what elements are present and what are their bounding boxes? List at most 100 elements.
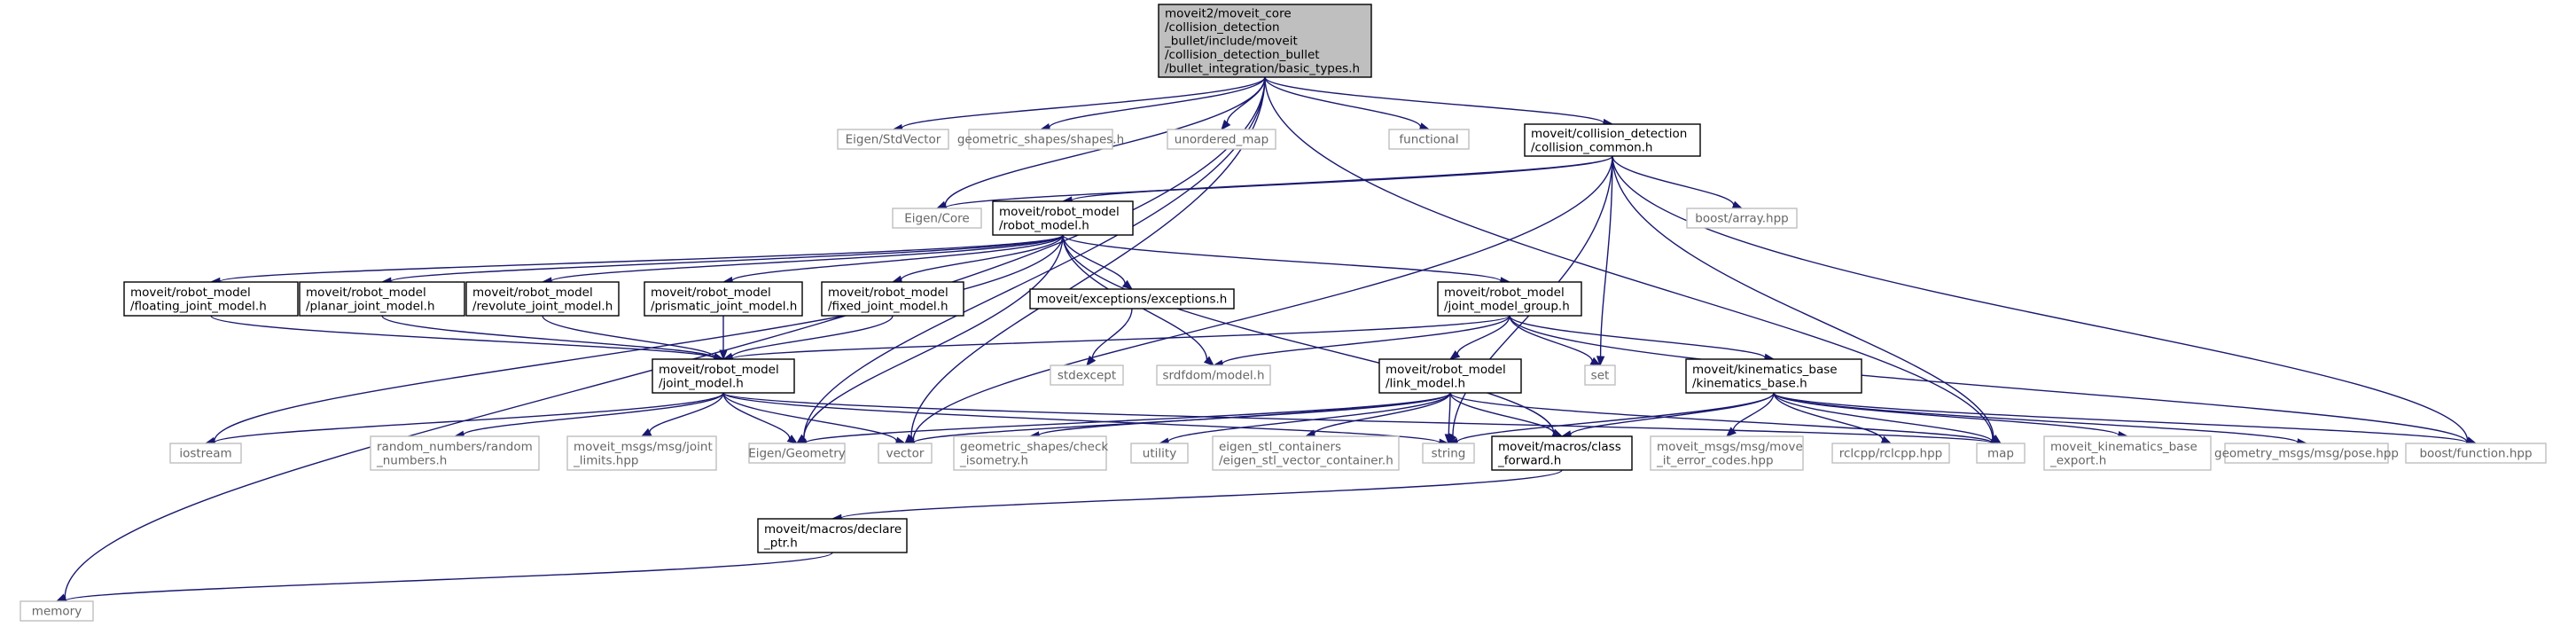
node-set: set: [1584, 364, 1616, 386]
node-kinematics-base[interactable]: moveit/kinematics_base/kinematics_base.h: [1685, 358, 1862, 394]
node-map: map: [1976, 443, 2026, 464]
node-label-line: boost/function.hpp: [2419, 447, 2532, 461]
node-label-line: stdexcept: [1058, 369, 1116, 383]
edge-exceptions-to-stdexcept: [1086, 308, 1133, 367]
node-eigen-geometry: Eigen/Geometry: [748, 443, 846, 464]
nodes-layer: moveit2/moveit_core/collision_detection_…: [20, 4, 2547, 622]
node-check-isometry: geometric_shapes/check_isometry.h: [953, 435, 1108, 471]
node-label-line: iostream: [179, 447, 231, 461]
edge-kinematics_base-to-move_it_error_codes: [1726, 392, 1775, 437]
node-label-line: geometric_shapes/check: [960, 440, 1108, 454]
node-geom-shapes: geometric_shapes/shapes.h: [957, 129, 1124, 150]
node-label-line: /link_model.h: [1386, 376, 1465, 390]
edge-planar_joint-to-joint_model: [381, 315, 725, 363]
edge-robot_model-to-planar_joint: [380, 234, 1064, 286]
edge-link_model-to-string: [1444, 392, 1454, 445]
node-revolute-joint[interactable]: moveit/robot_model/revolute_joint_model.…: [465, 281, 620, 317]
edge-robot_model-to-joint_model_group: [1062, 234, 1511, 286]
node-label-line: _ptr.h: [763, 536, 798, 550]
node-label-line: functional: [1399, 133, 1458, 147]
node-label-line: /collision_detection_bullet: [1165, 48, 1320, 62]
node-label-line: _it_error_codes.hpp: [1656, 453, 1774, 467]
node-label-line: string: [1432, 447, 1466, 461]
node-label-line: moveit_msgs/msg/joint: [574, 440, 713, 454]
edges-layer: [55, 76, 2478, 606]
node-label-line: moveit/macros/class: [1498, 440, 1621, 454]
node-label-line: moveit/robot_model: [1386, 363, 1506, 377]
node-functional: functional: [1388, 129, 1470, 150]
edge-collision_common-to-map: [1612, 155, 2002, 444]
node-label-line: moveit/robot_model: [659, 363, 779, 377]
node-robot-model[interactable]: moveit/robot_model/robot_model.h: [992, 200, 1134, 236]
node-label-line: _export.h: [2049, 453, 2106, 467]
edge-floating_joint-to-joint_model: [210, 315, 725, 363]
node-label-line: moveit/kinematics_base: [1692, 363, 1838, 377]
node-label-line: moveit2/moveit_core: [1165, 7, 1292, 21]
edge-root-to-functional: [1264, 76, 1431, 131]
edge-kinematics_base-to-kinematics_export: [1773, 392, 2129, 440]
node-declare-ptr[interactable]: moveit/macros/declare_ptr.h: [757, 518, 908, 553]
node-class-forward[interactable]: moveit/macros/class_forward.h: [1491, 435, 1633, 471]
node-label-line: /planar_joint_model.h: [306, 299, 435, 313]
node-label-line: /joint_model_group.h: [1444, 299, 1570, 313]
node-srdfdom: srdfdom/model.h: [1156, 364, 1271, 386]
node-label-line: random_numbers/random: [377, 440, 533, 454]
node-label-line: _limits.hpp: [573, 453, 638, 467]
node-label-line: utility: [1143, 447, 1176, 461]
node-label-line: eigen_stl_containers: [1219, 440, 1341, 454]
node-label-line: _bullet/include/moveit: [1164, 35, 1298, 49]
node-label-line: /prismatic_joint_model.h: [651, 299, 797, 313]
node-stdexcept: stdexcept: [1050, 364, 1124, 386]
node-root: moveit2/moveit_core/collision_detection_…: [1158, 4, 1372, 78]
edge-joint_model-to-eigen_geometry: [722, 392, 799, 444]
node-label-line: set: [1591, 369, 1610, 383]
node-label-line: Eigen/StdVector: [846, 133, 941, 147]
node-joint-limits: moveit_msgs/msg/joint_limits.hpp: [566, 435, 717, 471]
node-fixed-joint[interactable]: moveit/robot_model/fixed_joint_model.h: [821, 281, 964, 317]
node-label-line: /bullet_integration/basic_types.h: [1165, 62, 1360, 76]
node-label-line: moveit/robot_model: [472, 286, 593, 300]
node-label-line: moveit/macros/declare: [764, 522, 902, 537]
edge-robot_model-to-floating_joint: [209, 234, 1064, 286]
edge-collision_common-to-boost_function: [1612, 155, 2478, 445]
node-iostream: iostream: [169, 443, 242, 464]
node-label-line: _isometry.h: [959, 453, 1028, 467]
node-label-line: Eigen/Core: [904, 212, 970, 226]
node-eigen-stdvector: Eigen/StdVector: [837, 129, 949, 150]
node-string: string: [1422, 443, 1475, 464]
edge-link_model-to-check_isometry: [1028, 392, 1451, 440]
node-link-model[interactable]: moveit/robot_model/link_model.h: [1378, 358, 1522, 394]
node-unordered-map: unordered_map: [1167, 129, 1276, 150]
node-label-line: srdfdom/model.h: [1162, 369, 1264, 383]
edge-collision_common-to-robot_model: [1061, 155, 1613, 205]
edge-declare_ptr-to-memory: [55, 552, 833, 606]
node-label-line: /revolute_joint_model.h: [472, 299, 613, 313]
node-label-line: vector: [886, 447, 925, 461]
node-label-line: moveit_kinematics_base: [2050, 440, 2197, 454]
node-prismatic-joint[interactable]: moveit/robot_model/prismatic_joint_model…: [644, 281, 803, 317]
node-label-line: Eigen/Geometry: [748, 447, 846, 461]
node-label-line: /robot_model.h: [999, 218, 1089, 232]
node-label-line: map: [1987, 447, 2014, 461]
node-label-line: /eigen_stl_vector_container.h: [1219, 453, 1393, 467]
edge-kinematics_base-to-pose: [1773, 392, 2308, 447]
node-label-line: moveit/collision_detection: [1531, 127, 1687, 141]
edge-root-to-memory: [55, 76, 1266, 602]
node-random-numbers: random_numbers/random_numbers.h: [370, 435, 540, 471]
node-exceptions[interactable]: moveit/exceptions/exceptions.h: [1029, 288, 1235, 310]
node-floating-joint[interactable]: moveit/robot_model/floating_joint_model.…: [123, 281, 299, 317]
node-eigen-stl: eigen_stl_containers/eigen_stl_vector_co…: [1212, 435, 1400, 471]
edge-joint_model_group-to-boost_function: [1509, 315, 2478, 447]
node-collision-common[interactable]: moveit/collision_detection/collision_com…: [1524, 123, 1701, 157]
node-planar-joint[interactable]: moveit/robot_model/planar_joint_model.h: [299, 281, 465, 317]
node-joint-model[interactable]: moveit/robot_model/joint_model.h: [652, 358, 795, 394]
node-boost-array: boost/array.hpp: [1686, 208, 1798, 229]
node-label-line: moveit/robot_model: [651, 286, 771, 300]
node-joint-model-group[interactable]: moveit/robot_model/joint_model_group.h: [1437, 281, 1582, 317]
node-label-line: moveit_msgs/msg/move: [1657, 440, 1803, 454]
node-label-line: /joint_model.h: [659, 376, 744, 390]
edge-robot_model-to-prismatic_joint: [722, 234, 1064, 286]
node-label-line: unordered_map: [1175, 133, 1268, 147]
node-kinematics-export: moveit_kinematics_base_export.h: [2043, 435, 2212, 471]
